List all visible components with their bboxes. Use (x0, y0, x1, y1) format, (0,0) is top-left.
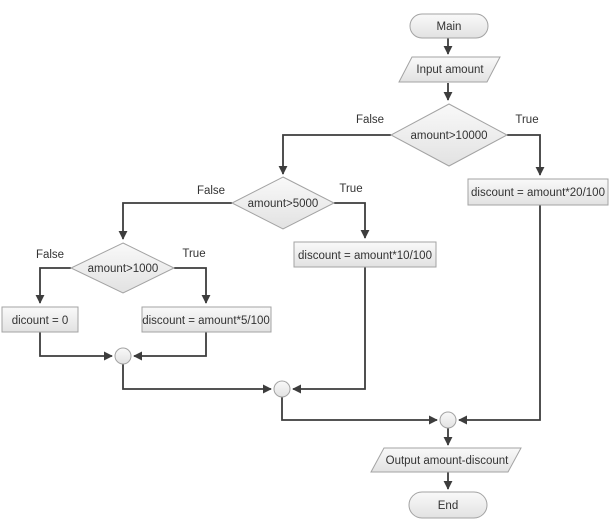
edge-merge1-to-merge2 (122, 364, 272, 394)
node-check-5000-label: amount>5000 (248, 198, 319, 210)
connectors (35, 38, 545, 490)
node-discount-5-label: discount = amount*5/100 (142, 315, 270, 327)
node-discount-10-label: discount = amount*10/100 (298, 250, 432, 262)
process-shape (293, 241, 437, 268)
process-shape (1, 306, 79, 333)
terminator-shape (409, 13, 489, 39)
node-discount-10: discount = amount*10/100 (293, 241, 437, 268)
node-discount-0-label: dicount = 0 (12, 315, 69, 327)
node-check-1000-label: amount>1000 (88, 263, 159, 275)
node-main: Main (409, 13, 489, 39)
edge-check10000-true-to-discount20 (507, 134, 545, 176)
edge-check1000-true-to-discount5 (174, 267, 211, 304)
node-output-label: Output amount-discount (386, 455, 510, 467)
process-shape (141, 306, 272, 333)
branch-label-d1-false: False (356, 114, 384, 126)
node-end-label: End (438, 500, 458, 512)
io-shape (370, 447, 522, 473)
node-discount-20-label: discount = amount*20/100 (471, 187, 605, 199)
node-check-10000-label: amount>10000 (410, 130, 487, 142)
node-check-10000: amount>10000 (389, 103, 509, 167)
edge-check10000-false-to-check5000 (278, 134, 391, 175)
merge-junction-3 (439, 411, 457, 429)
nodes: Main Input amount amount>10000 discount … (1, 13, 609, 519)
node-end: End (408, 491, 488, 519)
branch-label-d3-false: False (36, 249, 64, 261)
terminator-shape (408, 491, 488, 519)
edge-check5000-false-to-check1000 (118, 202, 232, 240)
node-input-amount: Input amount (398, 56, 501, 83)
branch-label-d3-true: True (182, 248, 205, 260)
node-input-label: Input amount (416, 64, 484, 76)
edge-check5000-true-to-discount10 (334, 202, 370, 239)
decision-shape (69, 242, 176, 294)
node-check-5000: amount>5000 (230, 176, 336, 230)
process-shape (467, 178, 609, 206)
branch-labels: False True False True False True (36, 114, 539, 261)
decision-shape (389, 103, 509, 167)
branch-label-d2-false: False (197, 185, 225, 197)
node-main-label: Main (437, 21, 462, 33)
node-discount-20: discount = amount*20/100 (467, 178, 609, 206)
edge-discount0-to-merge1 (39, 332, 113, 361)
decision-shape (230, 176, 336, 230)
edge-discount20-to-merge3 (458, 205, 541, 425)
edge-discount10-to-merge2 (292, 267, 366, 394)
edge-merge2-to-merge3 (281, 397, 438, 425)
branch-label-d1-true: True (515, 114, 538, 126)
node-check-1000: amount>1000 (69, 242, 176, 294)
node-output: Output amount-discount (370, 447, 522, 473)
edge-check1000-false-to-discount0 (35, 267, 71, 304)
io-shape (398, 56, 501, 83)
node-discount-0: dicount = 0 (1, 306, 79, 333)
edge-discount5-to-merge1 (133, 332, 207, 361)
merge-junction-1 (114, 347, 132, 365)
merge-junction-2 (273, 380, 291, 398)
node-discount-5: discount = amount*5/100 (141, 306, 272, 333)
branch-label-d2-true: True (339, 183, 362, 195)
